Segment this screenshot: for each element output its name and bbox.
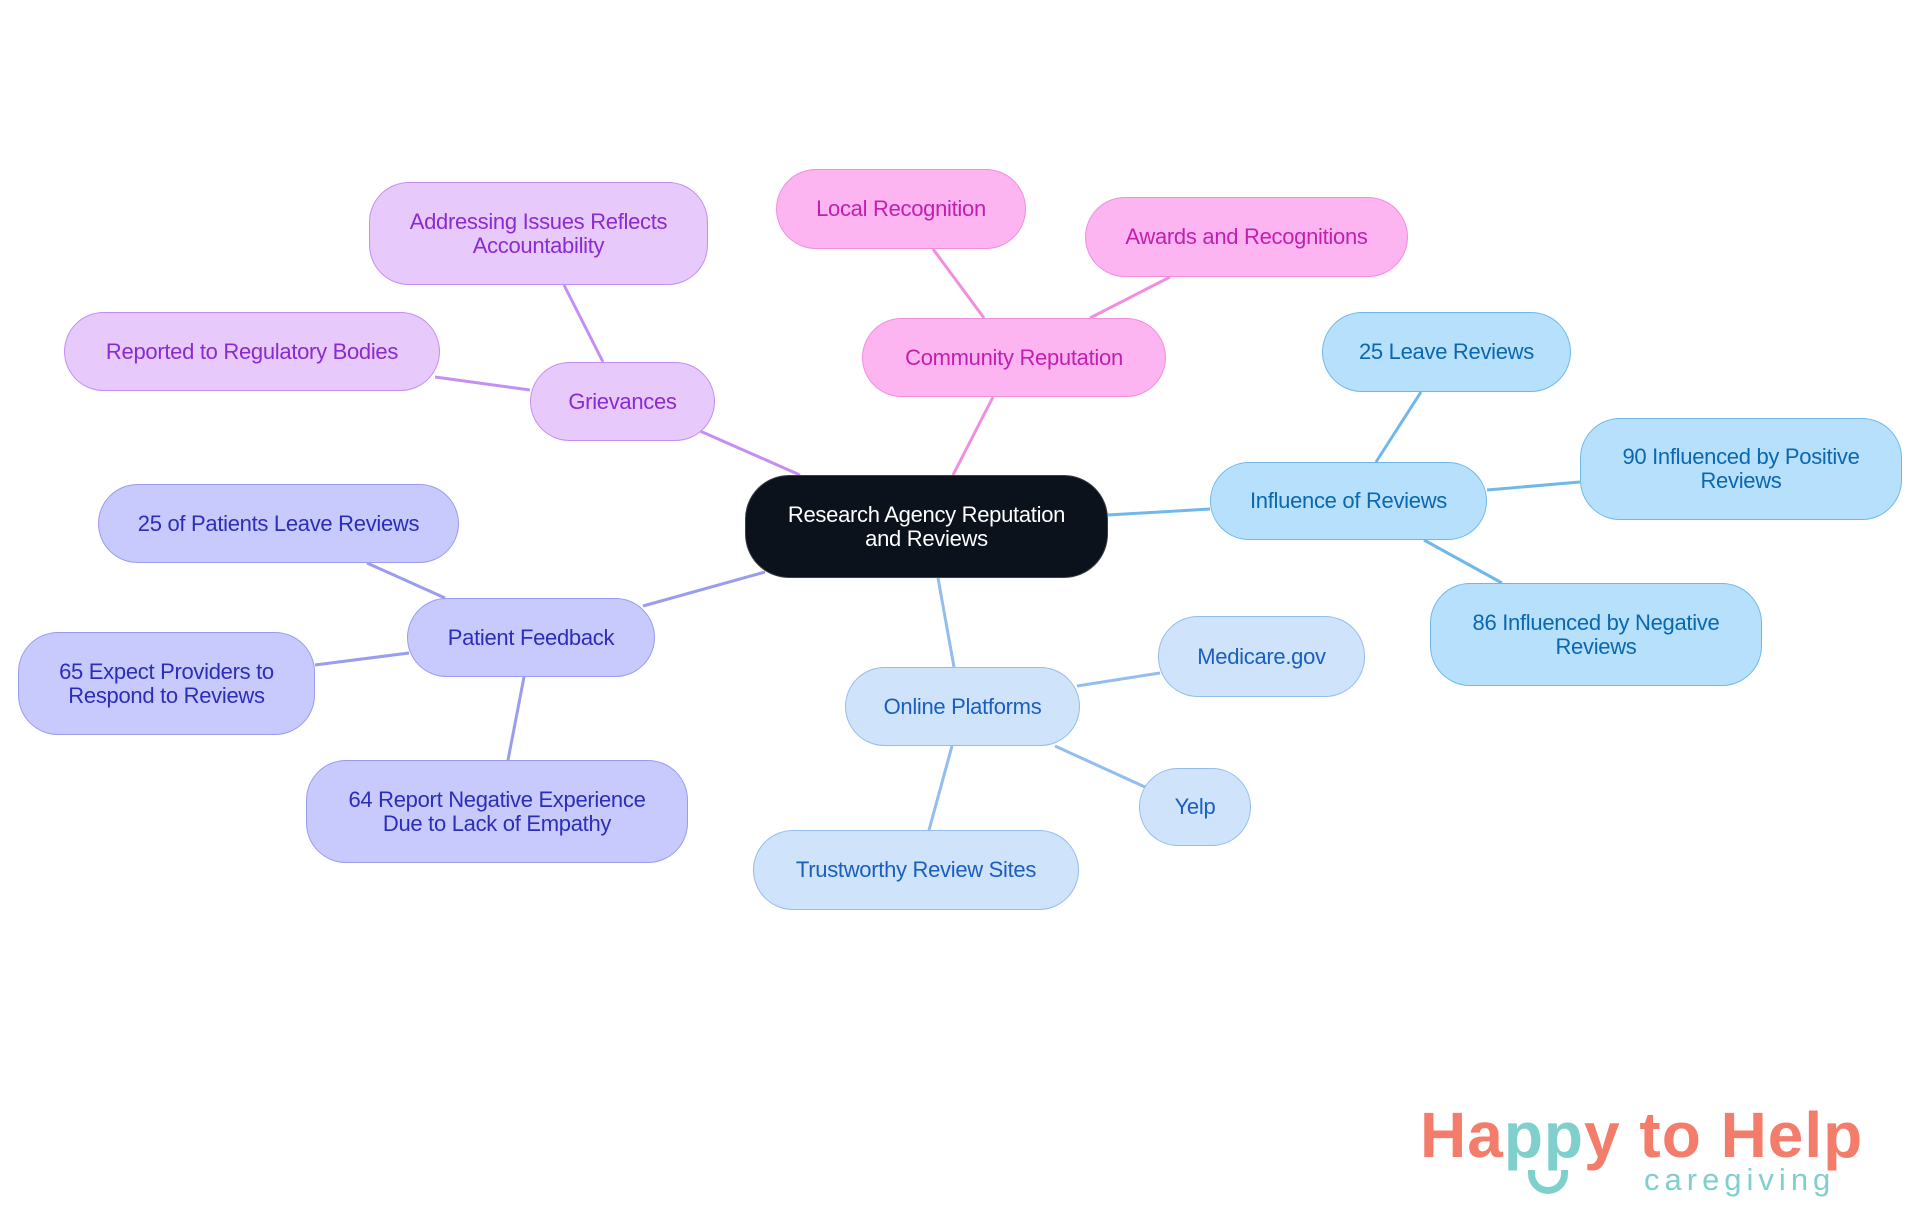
trustworthy-review-sites-label: Trustworthy Review Sites — [795, 857, 1037, 882]
edge-online-trustworthy — [927, 745, 954, 831]
online-platforms-node[interactable]: Online Platforms — [845, 667, 1080, 746]
root-node[interactable]: Research Agency Reputation and Reviews — [745, 475, 1108, 578]
edge-online-yelp — [1054, 744, 1146, 789]
online-platforms-label: Online Platforms — [883, 693, 1042, 719]
influenced-negative-86-node[interactable]: 86 Influenced by Negative Reviews — [1430, 583, 1762, 686]
smile-icon — [1528, 1170, 1568, 1194]
edge-patient-25 — [366, 561, 446, 600]
grievances-label: Grievances — [568, 388, 677, 414]
root-label-line2: and Reviews — [865, 525, 988, 551]
leave-reviews-25-label: 25 Leave Reviews — [1359, 339, 1534, 364]
community-reputation-node[interactable]: Community Reputation — [862, 318, 1166, 397]
patients-leave-reviews-label: 25 of Patients Leave Reviews — [137, 510, 420, 536]
expect-providers-65-node[interactable]: 65 Expect Providers to Respond to Review… — [18, 632, 315, 735]
reported-regulatory-label: Reported to Regulatory Bodies — [105, 338, 399, 364]
edge-influence-86 — [1423, 538, 1503, 585]
expect-providers-line2: Respond to Reviews — [68, 682, 265, 708]
negative-experience-64-node[interactable]: 64 Report Negative Experience Due to Lac… — [306, 760, 688, 863]
negative-experience-line1: 64 Report Negative Experience — [348, 786, 646, 812]
logo-part-ha: Ha — [1420, 1099, 1504, 1171]
leave-reviews-25-node[interactable]: 25 Leave Reviews — [1322, 312, 1571, 392]
medicare-gov-label: Medicare.gov — [1197, 643, 1326, 669]
yelp-node[interactable]: Yelp — [1139, 768, 1251, 846]
edge-root-influence — [1107, 507, 1211, 517]
patient-feedback-node[interactable]: Patient Feedback — [407, 598, 655, 677]
edge-patient-65 — [314, 651, 410, 667]
awards-recognitions-label: Awards and Recognitions — [1125, 224, 1368, 249]
local-recognition-node[interactable]: Local Recognition — [776, 169, 1026, 249]
logo-part-rest: y to Help — [1584, 1099, 1864, 1171]
influenced-negative-line1: 86 Influenced by Negative — [1472, 609, 1720, 635]
edge-root-online — [936, 577, 956, 668]
edge-grievances-reported — [434, 375, 531, 392]
community-reputation-label: Community Reputation — [905, 344, 1123, 370]
happy-to-help-logo: Happy to Help caregiving — [1420, 1100, 1880, 1210]
awards-recognitions-node[interactable]: Awards and Recognitions — [1085, 197, 1408, 277]
yelp-label: Yelp — [1174, 794, 1216, 819]
edge-patient-64 — [506, 676, 526, 761]
logo-subtitle: caregiving — [1644, 1162, 1836, 1197]
addressing-issues-node[interactable]: Addressing Issues Reflects Accountabilit… — [369, 182, 708, 285]
influenced-positive-90-node[interactable]: 90 Influenced by Positive Reviews — [1580, 418, 1902, 520]
medicare-gov-node[interactable]: Medicare.gov — [1158, 616, 1365, 697]
local-recognition-label: Local Recognition — [816, 196, 986, 221]
influence-of-reviews-node[interactable]: Influence of Reviews — [1210, 462, 1487, 540]
influenced-positive-line1: 90 Influenced by Positive — [1622, 444, 1860, 469]
edge-influence-25 — [1374, 391, 1423, 463]
edge-community-local — [931, 248, 986, 319]
negative-experience-line2: Due to Lack of Empathy — [382, 810, 612, 836]
logo-part-pp: pp — [1503, 1099, 1584, 1171]
edge-root-community — [951, 396, 995, 476]
reported-regulatory-node[interactable]: Reported to Regulatory Bodies — [64, 312, 440, 391]
patients-leave-reviews-25-node[interactable]: 25 of Patients Leave Reviews — [98, 484, 459, 563]
logo-wordmark: Happy to Help — [1420, 1100, 1863, 1170]
addressing-issues-line2: Accountability — [472, 232, 605, 258]
influence-of-reviews-label: Influence of Reviews — [1250, 488, 1447, 513]
edge-root-grievances — [699, 429, 801, 477]
edge-community-awards — [1089, 275, 1171, 320]
influenced-positive-line2: Reviews — [1700, 468, 1782, 493]
influenced-negative-line2: Reviews — [1555, 633, 1637, 659]
addressing-issues-line1: Addressing Issues Reflects — [409, 208, 668, 234]
trustworthy-review-sites-node[interactable]: Trustworthy Review Sites — [753, 830, 1079, 910]
edge-influence-90 — [1486, 480, 1581, 492]
patient-feedback-label: Patient Feedback — [447, 624, 615, 650]
expect-providers-line1: 65 Expect Providers to — [59, 658, 274, 684]
grievances-node[interactable]: Grievances — [530, 362, 715, 441]
edge-root-patient — [642, 570, 766, 608]
root-label-line1: Research Agency Reputation — [787, 501, 1066, 527]
edge-grievances-addressing — [562, 284, 605, 363]
edge-online-medicare — [1076, 671, 1161, 688]
